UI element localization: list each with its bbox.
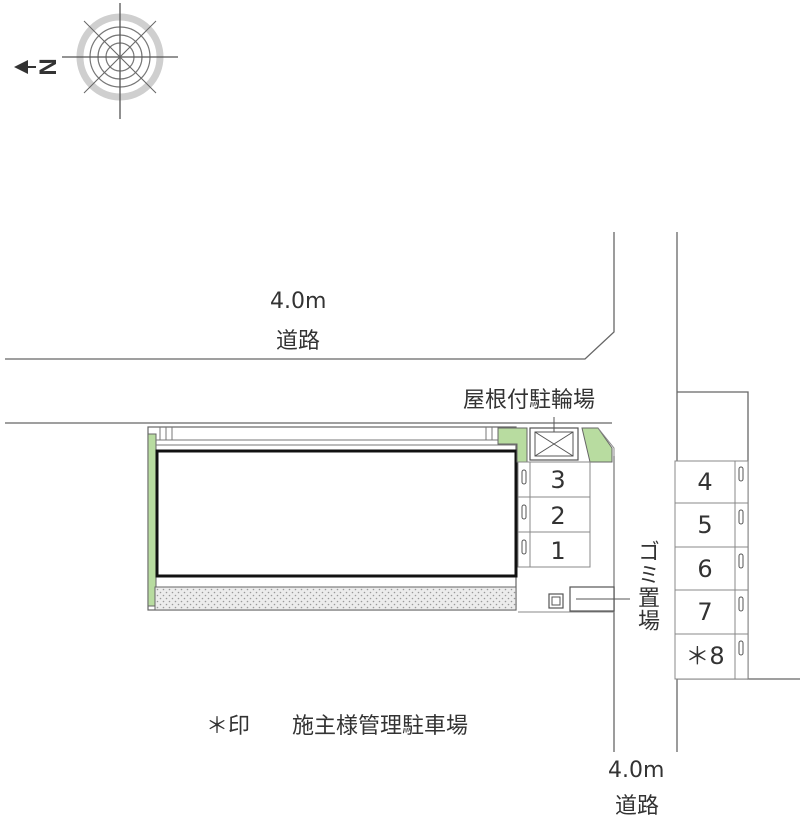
building	[147, 426, 518, 611]
legend-text: 施主様管理駐車場	[292, 714, 469, 739]
parking-space-7: 7	[697, 598, 713, 626]
garbage-area	[548, 586, 630, 612]
parking-space-6: 6	[697, 555, 713, 583]
north-road-label: 道路	[276, 329, 321, 354]
parking-space-8: ＊8	[685, 642, 725, 670]
garbage-area-label: ゴミ置場	[634, 540, 659, 632]
parking-space-3: 3	[550, 466, 566, 494]
parking-right	[674, 460, 749, 680]
east-road-label: 道路	[615, 794, 660, 819]
parking-space-1: 1	[550, 537, 566, 565]
bicycle-parking	[529, 427, 579, 461]
bicycle-parking-label: 屋根付駐輪場	[463, 388, 596, 413]
planting-area	[497, 427, 528, 463]
north-label: N	[35, 58, 62, 75]
north-road-boundary	[5, 232, 615, 360]
parking-space-4: 4	[697, 468, 713, 496]
planting-area-east	[581, 427, 613, 463]
legend-marker: ＊印	[206, 714, 251, 739]
parking-space-2: 2	[550, 502, 566, 530]
parking-left	[517, 461, 591, 568]
east-road-width: 4.0m	[608, 758, 665, 783]
compass-icon	[14, 3, 178, 119]
site-east-boundary	[518, 427, 615, 613]
north-road-width: 4.0m	[270, 289, 327, 314]
parking-space-5: 5	[697, 511, 713, 539]
